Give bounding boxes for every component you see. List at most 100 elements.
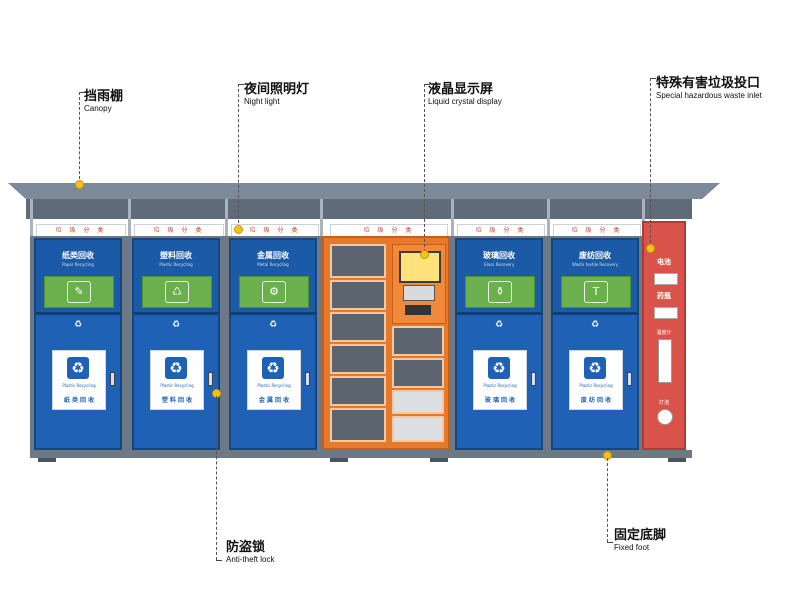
thermometer-label: 温度计: [656, 330, 672, 336]
glass-recycling-bin: 玻璃回收 Glass Recovery ⚱ ♻ ♻ Plastic Recycl…: [455, 238, 543, 450]
recycle-icon: ♻: [262, 357, 284, 379]
label-en: Night light: [244, 97, 280, 106]
locker-door[interactable]: [392, 358, 444, 388]
sign-strip: 垃 圾 分 类: [36, 224, 126, 238]
anti-theft-lock[interactable]: [208, 372, 213, 386]
leader-tick: [424, 84, 430, 85]
hazardous-waste-cabinet: 电池 药瓶 温度计 灯泡: [642, 221, 686, 450]
keypad[interactable]: [403, 285, 435, 301]
bin-title: 塑料回收: [160, 251, 192, 260]
brand-logo-icon: ♻: [590, 320, 600, 330]
panel-zh-label: 纸 类 回 收: [63, 397, 95, 404]
canopy-support: [642, 199, 645, 237]
bin-slot[interactable]: ⚱: [465, 276, 535, 308]
thermometer-inlet[interactable]: [658, 339, 672, 383]
locker-door[interactable]: [392, 390, 444, 414]
bin-top: 废纺回收 Waste textile Recovery T: [553, 240, 637, 315]
base-rail: [30, 450, 692, 458]
anti-theft-lock[interactable]: [305, 372, 310, 386]
battery-inlet[interactable]: [654, 273, 678, 285]
locker-door[interactable]: [330, 312, 386, 342]
bottle-icon: ⚱: [488, 281, 512, 303]
label-zh: 挡雨棚: [84, 89, 124, 104]
canopy-support: [451, 199, 454, 237]
label-en: Liquid crystal display: [428, 97, 502, 106]
locker-door[interactable]: [330, 376, 386, 406]
fixed-foot: [38, 458, 56, 462]
canopy-support: [547, 199, 550, 237]
anti-theft-leader: [216, 396, 217, 560]
medicine-label: 药瓶: [657, 292, 671, 300]
anti-theft-lock[interactable]: [110, 372, 115, 386]
fixed-foot-label: 固定底脚 Fixed foot: [614, 528, 666, 553]
plastic-bag-icon: ♺: [165, 281, 189, 303]
bin-title: 废纺回收: [579, 251, 611, 260]
metal-gear-icon: ⚙: [262, 281, 286, 303]
label-en: Fixed foot: [614, 543, 650, 552]
recycle-panel: ♻ Plastic Recycling 玻 璃 回 收: [473, 350, 527, 410]
canopy-leader: [79, 92, 80, 184]
lcd-marker: [420, 250, 429, 259]
recycle-icon: ♻: [584, 357, 606, 379]
panel-en-label: Plastic Recycling: [160, 383, 194, 388]
plastic-recycling-bin: 塑料回收 Plastic Recycling ♺ ♻ ♻ Plastic Rec…: [132, 238, 220, 450]
brand-logo-icon: ♻: [171, 320, 181, 330]
battery-label: 电池: [657, 258, 671, 266]
brand-logo-icon: ♻: [73, 320, 83, 330]
anti-theft-lock[interactable]: [531, 372, 536, 386]
recycle-icon: ♻: [165, 357, 187, 379]
label-en: Special hazardous waste inlet: [656, 91, 762, 100]
fixed-foot-leader: [607, 458, 608, 542]
locker-door[interactable]: [392, 326, 444, 356]
leader-tick: [216, 560, 222, 561]
bin-title: 纸类回收: [62, 251, 94, 260]
card-slot[interactable]: [405, 305, 431, 315]
bin-subtitle: Waste textile Recovery: [572, 262, 618, 267]
recycle-panel: ♻ Plastic Recycling 纸 类 回 收: [52, 350, 106, 410]
shirt-icon: T: [584, 281, 608, 303]
locker-door[interactable]: [330, 344, 386, 374]
night-light-leader: [238, 84, 239, 228]
medicine-inlet[interactable]: [654, 307, 678, 319]
fixed-foot: [668, 458, 686, 462]
panel-zh-label: 玻 璃 回 收: [484, 397, 516, 404]
bulb-inlet[interactable]: [657, 409, 673, 425]
panel-zh-label: 金 属 回 收: [258, 397, 290, 404]
canopy-marker: [75, 180, 84, 189]
bin-slot[interactable]: ♺: [142, 276, 212, 308]
hazard-inlet-marker: [646, 244, 655, 253]
label-en: Anti-theft lock: [226, 555, 275, 564]
paper-icon: ✎: [67, 281, 91, 303]
recycle-panel: ♻ Plastic Recycling 塑 料 回 收: [150, 350, 204, 410]
leader-tick: [650, 78, 656, 79]
fixed-foot: [430, 458, 448, 462]
bin-subtitle: Plastic Recycling: [159, 262, 193, 267]
leader-tick: [79, 92, 85, 93]
bin-slot[interactable]: T: [561, 276, 631, 308]
locker-door[interactable]: [330, 408, 386, 442]
bin-subtitle: Glass Recovery: [483, 262, 515, 267]
night-light-label: 夜间照明灯 Night light: [244, 82, 309, 107]
hazard-inlet-leader: [650, 78, 651, 248]
anti-theft-lock[interactable]: [627, 372, 632, 386]
locker-door[interactable]: [392, 416, 444, 442]
recycle-panel: ♻ Plastic Recycling 金 属 回 收: [247, 350, 301, 410]
label-zh: 夜间照明灯: [244, 82, 310, 97]
bin-slot[interactable]: ✎: [44, 276, 114, 308]
label-zh: 特殊有害垃圾投口: [656, 76, 761, 91]
panel-en-label: Plastic Recycling: [257, 383, 291, 388]
lcd-label: 液晶显示屏 Liquid crystal display: [428, 82, 502, 107]
locker-door[interactable]: [330, 244, 386, 278]
leader-tick: [607, 542, 613, 543]
bin-subtitle: Metal Recycling: [257, 262, 289, 267]
locker-door[interactable]: [330, 280, 386, 310]
metal-recycling-bin: 金属回收 Metal Recycling ⚙ ♻ ♻ Plastic Recyc…: [229, 238, 317, 450]
canopy-band: [26, 199, 692, 219]
label-zh: 防盗锁: [226, 540, 266, 555]
bin-top: 金属回收 Metal Recycling ⚙: [231, 240, 315, 315]
label-en: Canopy: [84, 104, 112, 113]
night-light-marker: [234, 225, 243, 234]
anti-theft-label: 防盗锁 Anti-theft lock: [226, 540, 274, 565]
textile-recycling-bin: 废纺回收 Waste textile Recovery T ♻ ♻ Plasti…: [551, 238, 639, 450]
bin-slot[interactable]: ⚙: [239, 276, 309, 308]
